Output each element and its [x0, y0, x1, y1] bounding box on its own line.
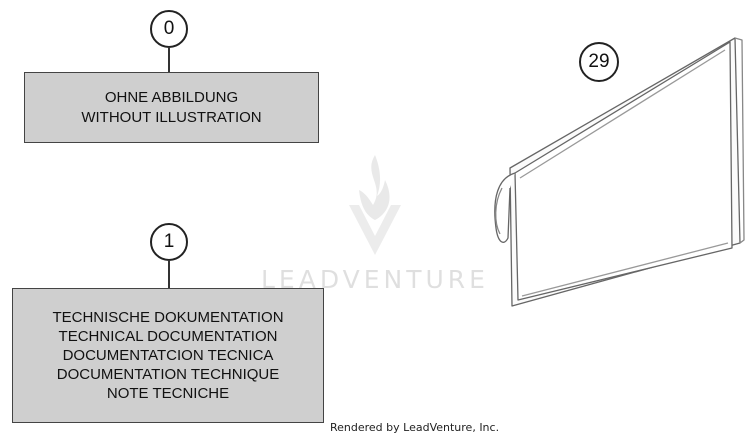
rendered-by-credit: Rendered by LeadVenture, Inc. — [330, 421, 500, 434]
leader-line-0 — [168, 47, 170, 73]
box1-line-2: TECHNICAL DOCUMENTATION — [58, 328, 278, 345]
flame-logo-icon — [349, 155, 401, 255]
callout-1[interactable]: 1 — [150, 223, 188, 261]
technical-documentation-box: TECHNISCHE DOKUMENTATION TECHNICAL DOCUM… — [12, 288, 324, 423]
leadventure-watermark: LEADVENTURE — [245, 150, 505, 294]
box1-line-3: DOCUMENTATCION TECNICA — [62, 347, 274, 364]
callout-29-number: 29 — [588, 51, 610, 72]
leader-line-1 — [168, 260, 170, 289]
folder-flap — [494, 172, 516, 243]
folder-front-sheet — [514, 41, 733, 301]
callout-29[interactable]: 29 — [579, 42, 619, 82]
without-illustration-box: OHNE ABBILDUNG WITHOUT ILLUSTRATION — [24, 72, 319, 143]
callout-1-number: 1 — [163, 231, 175, 252]
box0-line-2: WITHOUT ILLUSTRATION — [81, 108, 262, 126]
box1-line-1: TECHNISCHE DOKUMENTATION — [52, 309, 284, 326]
box1-line-5: NOTE TECNICHE — [106, 385, 230, 402]
box0-line-1: OHNE ABBILDUNG — [104, 88, 239, 106]
watermark-text: LEADVENTURE — [261, 265, 489, 294]
callout-0[interactable]: 0 — [150, 10, 188, 48]
box1-line-4: DOCUMENTATION TECHNIQUE — [56, 366, 280, 383]
document-folder-drawing[interactable] — [480, 28, 750, 318]
callout-0-number: 0 — [163, 18, 175, 39]
